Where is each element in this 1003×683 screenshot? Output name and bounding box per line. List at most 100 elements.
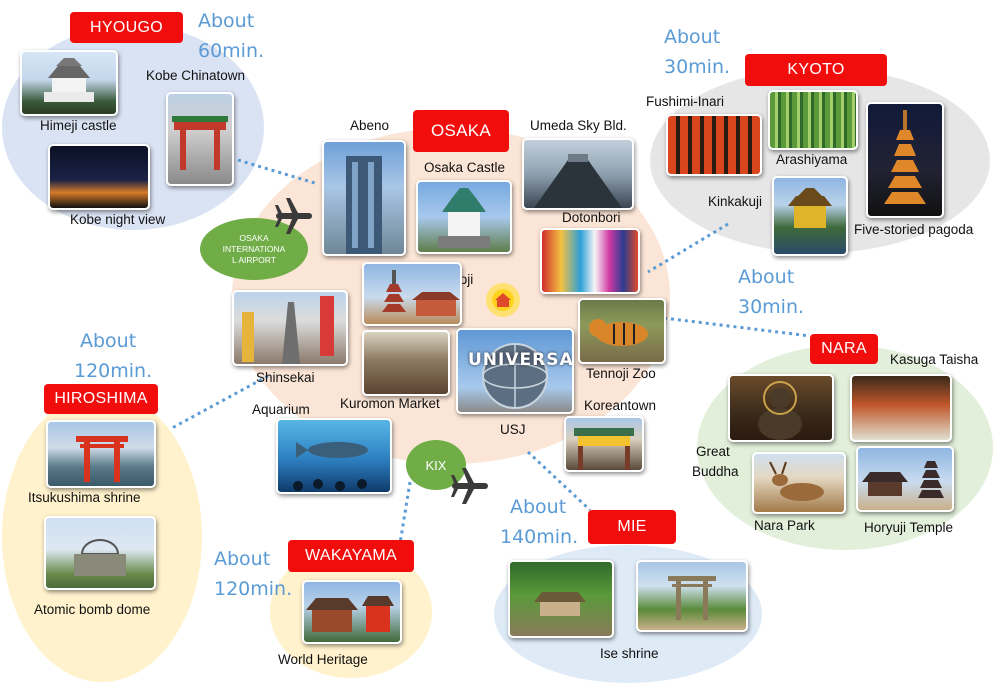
travel-time-mie-minutes: 140min. (500, 526, 579, 548)
label-five-storied-pagoda: Five-storied pagoda (854, 222, 974, 237)
label-umeda-sky-building: Umeda Sky Bld. (530, 118, 627, 133)
castle-icon (44, 58, 94, 102)
photo-kuromon-market (362, 330, 450, 396)
travel-time-hyougo: About 60min. (198, 6, 264, 66)
castle-icon (438, 188, 490, 248)
tower-icon (242, 296, 334, 364)
label-horyuji-temple: Horyuji Temple (864, 520, 954, 535)
travel-time-mie-about: About (510, 496, 567, 518)
photo-ise-shrine-gate (636, 560, 748, 632)
photo-usj: UNIVERSA (456, 328, 574, 414)
label-arashiyama: Arashiyama (776, 152, 848, 167)
photo-tennoji-zoo (578, 298, 666, 364)
photo-kobe-night-view (48, 144, 150, 210)
travel-time-kyoto: About 30min. (664, 22, 730, 82)
photo-five-storied-pagoda (866, 102, 944, 218)
travel-time-hiroshima-minutes: 120min. (74, 360, 153, 382)
label-tennoji-zoo: Tennoji Zoo (586, 366, 656, 381)
travel-time-wakayama-about: About (214, 548, 271, 570)
label-dotonbori: Dotonbori (562, 210, 621, 225)
photo-dotonbori (540, 228, 640, 294)
label-osaka-castle: Osaka Castle (424, 160, 506, 175)
photo-koreantown (564, 416, 644, 472)
airport-name-line-2: INTERNATIONA (222, 243, 286, 254)
label-aquarium: Aquarium (252, 402, 310, 417)
travel-time-hiroshima-about: About (80, 330, 137, 352)
photo-horyuji-temple (856, 446, 954, 512)
photo-world-heritage (302, 580, 402, 644)
travel-time-mie: About 140min. (500, 492, 578, 552)
home-icon (486, 283, 520, 317)
photo-itsukushima-shrine (46, 420, 156, 488)
travel-time-wakayama-minutes: 120min. (214, 578, 293, 600)
travel-time-nara-minutes: 30min. (738, 296, 805, 318)
photo-kasuga-taisha (850, 374, 952, 442)
region-tag-hyougo: HYOUGO (70, 12, 183, 43)
travel-time-nara: About 30min. (738, 262, 804, 322)
label-kuromon-market: Kuromon Market (340, 396, 440, 411)
photo-abeno-harukas (322, 140, 406, 256)
photo-shinsekai (232, 290, 348, 366)
label-fushimi-inari: Fushimi-Inari (646, 94, 725, 109)
label-shinsekai: Shinsekai (256, 370, 315, 385)
travel-time-hyougo-about: About (198, 10, 255, 32)
usj-globe-sign: UNIVERSA (468, 350, 574, 370)
airplane-icon (275, 198, 312, 234)
region-tag-hiroshima: HIROSHIMA (44, 384, 158, 414)
label-himeji-castle: Himeji castle (40, 118, 117, 133)
label-world-heritage: World Heritage (278, 652, 368, 667)
temple-icon (862, 461, 944, 498)
photo-arashiyama (768, 90, 858, 150)
label-usj: USJ (500, 422, 526, 437)
whale-shark-icon (293, 442, 368, 491)
label-atomic-bomb-dome: Atomic bomb dome (34, 602, 151, 617)
region-tag-osaka: OSAKA (413, 110, 509, 152)
label-abeno: Abeno (350, 118, 390, 133)
region-tag-wakayama: WAKAYAMA (288, 540, 414, 572)
dome-icon (74, 539, 126, 576)
photo-himeji-castle (20, 50, 118, 116)
airport-name-line-1: OSAKA (239, 232, 269, 243)
globe-icon (482, 343, 548, 409)
torii-icon (668, 576, 716, 620)
region-tag-mie: MIE (588, 510, 676, 544)
photo-fushimi-inari (666, 114, 762, 176)
label-kobe-night-view: Kobe night view (70, 212, 166, 227)
pagoda-icon (884, 110, 926, 204)
photo-osaka-castle (416, 180, 512, 254)
photo-atomic-bomb-dome (44, 516, 156, 590)
travel-time-kyoto-minutes: 30min. (664, 56, 731, 78)
photo-great-buddha (728, 374, 834, 442)
label-kinkakuji: Kinkakuji (708, 194, 763, 209)
label-ise-shrine: Ise shrine (600, 646, 659, 661)
golden-pavilion-icon (788, 188, 832, 228)
travel-time-hiroshima: About 120min. (74, 326, 152, 386)
travel-time-kyoto-about: About (664, 26, 721, 48)
label-koreantown: Koreantown (584, 398, 657, 413)
shrine-icon (534, 592, 586, 616)
gate-icon (574, 428, 634, 470)
photo-shitennoji (362, 262, 462, 326)
label-kobe-chinatown: Kobe Chinatown (146, 68, 246, 83)
label-kasuga-taisha: Kasuga Taisha (890, 352, 979, 367)
building-icon (534, 154, 622, 208)
region-tag-nara: NARA (810, 334, 878, 364)
airport-name-line-3: L AIRPORT (232, 254, 276, 265)
photo-umeda-sky-building (522, 138, 634, 210)
skyscraper-icon (346, 156, 382, 254)
torii-icon (76, 436, 128, 482)
region-tag-kyoto: KYOTO (745, 54, 887, 86)
airplane-icon (451, 468, 488, 504)
photo-nara-park (752, 452, 846, 514)
photo-ise-shrine-forest (508, 560, 614, 638)
gate-icon (172, 116, 228, 170)
photo-kobe-chinatown (166, 92, 234, 186)
pagoda-icon (382, 270, 460, 316)
label-great-buddha-line-1: Great (696, 444, 730, 459)
tiger-icon (589, 319, 648, 346)
travel-time-hyougo-minutes: 60min. (198, 40, 265, 62)
label-nara-park: Nara Park (754, 518, 815, 533)
travel-time-wakayama: About 120min. (214, 544, 292, 604)
label-itsukushima-shrine: Itsukushima shrine (28, 490, 141, 505)
deer-icon (769, 461, 824, 501)
